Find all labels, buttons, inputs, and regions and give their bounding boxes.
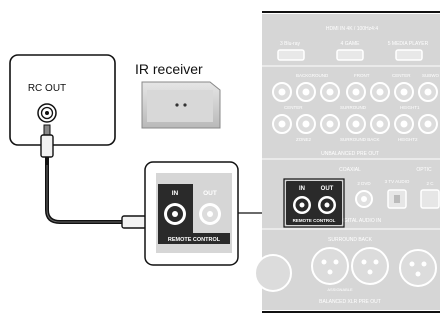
digital-input-label: 3 TV AUDIO	[385, 179, 410, 184]
rear-panel: HDMI IN 4K / 100Hz4:4 3 Blu-ray 4 GAME 5…	[254, 11, 440, 313]
preout-label: ZONE2	[296, 137, 312, 142]
preout-label: CENTER	[392, 73, 411, 78]
xlr-jack	[254, 254, 292, 292]
rca-jack	[320, 114, 340, 134]
rca-jack	[394, 82, 414, 102]
callout-in-label: IN	[172, 190, 179, 197]
digital-audio-label: DIGITAL AUDIO IN	[339, 218, 382, 224]
rca-jack	[272, 114, 292, 134]
rca-jack	[418, 82, 438, 102]
hdmi-port	[395, 49, 423, 61]
remote-control-callout: IN OUT REMOTE CONTROL	[144, 161, 239, 266]
preout-label: CENTER	[284, 105, 303, 110]
unbalanced-preout-label: UNBALANCED PRE OUT	[321, 151, 379, 157]
rca-jack	[346, 82, 366, 102]
hdmi-input-label: 4 GAME	[341, 41, 361, 47]
preout-label: SUBWO	[422, 73, 440, 78]
remote-bar-label: REMOTE CONTROL	[293, 218, 336, 223]
rc-out-label: RC OUT	[28, 83, 66, 94]
rca-jack	[370, 82, 390, 102]
optical-port	[420, 189, 440, 209]
rca-jack	[394, 114, 414, 134]
digital-input-label: 2 C	[426, 181, 434, 186]
hdmi-port	[336, 49, 364, 61]
coaxial-jack	[355, 190, 373, 208]
rca-jack	[296, 114, 316, 134]
preout-label: SURROUND BACK	[340, 137, 380, 142]
hdmi-input-label: 5 MEDIA PLAYER	[388, 41, 429, 47]
coaxial-label: COAXIAL	[339, 167, 361, 173]
remote-out-jack	[318, 196, 336, 214]
rca-jack	[272, 82, 292, 102]
hdmi-input-label: 3 Blu-ray	[280, 41, 301, 47]
ir-receiver-label: IR receiver	[135, 61, 203, 77]
remote-out-label: OUT	[321, 186, 334, 192]
optical-port	[387, 189, 407, 209]
hdmi-header: HDMI IN 4K / 100Hz4:4	[326, 26, 378, 32]
rca-jack-grid	[272, 82, 438, 134]
preout-label: FRONT	[354, 73, 370, 78]
callout-highlight-box	[283, 178, 345, 228]
remote-control-terminal: IN OUT REMOTE CONTROL	[286, 181, 342, 225]
xlr-jack	[351, 247, 389, 285]
callout-out-jack	[199, 203, 221, 225]
digital-input-label: 2 DVD	[357, 181, 371, 186]
remote-in-label: IN	[299, 186, 305, 192]
callout-bar-label: REMOTE CONTROL	[168, 237, 221, 243]
balanced-preout-label: BALANCED XLR PRE OUT	[319, 299, 381, 305]
rca-jack	[418, 114, 438, 134]
preout-label: SURROUND	[340, 105, 367, 110]
optical-label: OPTIC	[416, 167, 432, 173]
remote-in-jack	[293, 196, 311, 214]
callout-in-jack	[164, 203, 186, 225]
hdmi-port	[277, 49, 305, 61]
xlr-jack	[311, 247, 349, 285]
rca-jack	[370, 114, 390, 134]
rca-jack	[296, 82, 316, 102]
surround-back-label: SURROUND BACK	[328, 237, 373, 243]
xlr-jack	[399, 249, 437, 287]
preout-label: HEIGHT2	[398, 137, 418, 142]
ir-receiver	[141, 81, 221, 129]
rca-jack	[346, 114, 366, 134]
rc-out-device: RC OUT	[9, 54, 116, 146]
assignable-label: ASSIGNABLE	[327, 287, 353, 292]
rc-out-jack	[37, 103, 57, 123]
preout-label: HEIGHT1	[400, 105, 420, 110]
preout-label: BACKGROUND	[296, 73, 329, 78]
rca-jack	[320, 82, 340, 102]
callout-out-label: OUT	[203, 190, 217, 197]
